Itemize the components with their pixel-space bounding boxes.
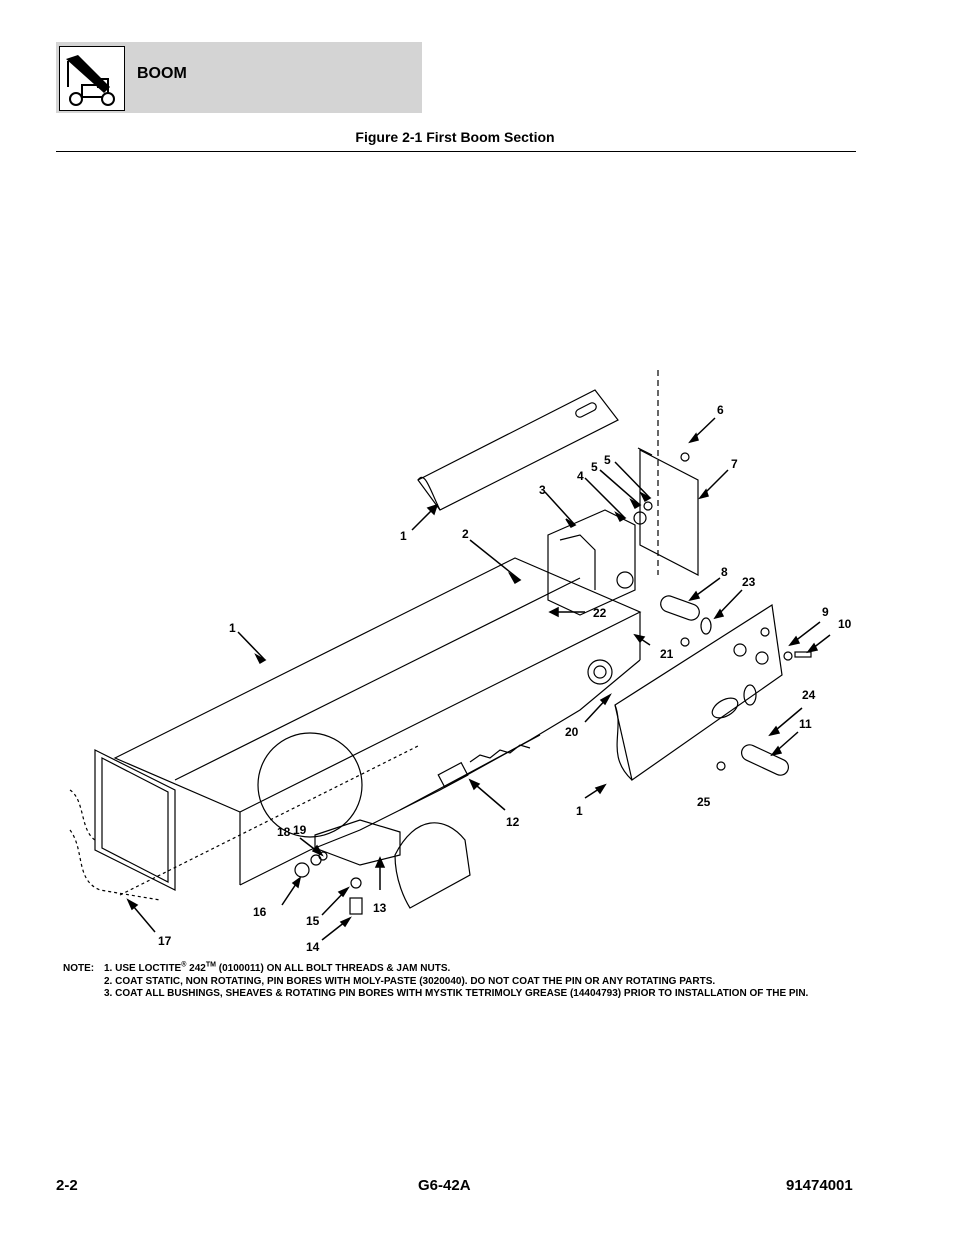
callout-17: 17	[158, 934, 172, 948]
figure-title: Figure 2-1 First Boom Section	[355, 129, 555, 145]
side-wear-plate	[614, 603, 783, 782]
callout-16: 16	[253, 905, 267, 919]
note-line-2: 2. COAT STATIC, NON ROTATING, PIN BORES …	[104, 975, 716, 987]
footer-model: G6-42A	[418, 1177, 471, 1194]
callout-10: 10	[838, 617, 852, 631]
callout-23: 23	[742, 575, 756, 589]
note-1-text-b: 242	[186, 963, 206, 974]
callout-5b: 5	[604, 453, 611, 467]
note-label: NOTE:	[63, 963, 95, 974]
boom-nose-frame	[94, 749, 176, 891]
sheave-block	[547, 509, 636, 616]
callout-13: 13	[373, 901, 387, 915]
boom-tube-outline	[113, 557, 642, 813]
footer-page-number: 2-2	[56, 1177, 78, 1194]
callout-11: 11	[799, 717, 812, 731]
callout-15: 15	[306, 914, 320, 928]
registered-mark: ®	[181, 961, 187, 969]
callout-2: 2	[462, 527, 469, 541]
boom-pin	[660, 595, 700, 621]
exploded-boom-diagram: 1 2 3 4 5 5 6 7 8 23 9 10 1 22 21 20 24 …	[69, 370, 852, 954]
callout-14: 14	[306, 940, 320, 954]
callout-18: 18	[277, 825, 291, 839]
section-title: BOOM	[137, 65, 187, 82]
callout-25: 25	[697, 795, 711, 809]
note-1-text-a: 1. USE LOCTITE	[104, 963, 182, 974]
callout-5a: 5	[591, 460, 598, 474]
footer-doc-number: 91474001	[786, 1177, 853, 1194]
notes-block: NOTE: 1. USE LOCTITE® 242TM (0100011) ON…	[63, 961, 863, 1001]
callout-6: 6	[717, 403, 724, 417]
callout-24: 24	[802, 688, 816, 702]
callout-1-top: 1	[400, 529, 407, 543]
callout-3: 3	[539, 483, 546, 497]
callout-22: 22	[593, 606, 607, 620]
title-rule	[56, 151, 856, 152]
callout-1-left: 1	[229, 621, 236, 635]
callout-12: 12	[506, 815, 520, 829]
mount-bracket	[639, 449, 699, 576]
callout-9: 9	[822, 605, 829, 619]
callout-7: 7	[731, 457, 738, 471]
note-1-text-c: (0100011) ON ALL BOLT THREADS & JAM NUTS…	[215, 963, 451, 974]
trademark-mark: TM	[205, 961, 216, 969]
callout-19: 19	[293, 823, 307, 837]
detail-callout-circle	[257, 732, 363, 838]
callout-8: 8	[721, 565, 728, 579]
note-line-3: 3. COAT ALL BUSHINGS, SHEAVES & ROTATING…	[104, 988, 809, 999]
telehandler-boom-icon	[59, 46, 125, 111]
callout-4: 4	[577, 469, 584, 483]
note-line-1: 1. USE LOCTITE® 242TM (0100011) ON ALL B…	[104, 961, 863, 976]
callout-1-bottom: 1	[576, 804, 583, 818]
callout-20: 20	[565, 725, 579, 739]
top-wear-pad	[417, 389, 619, 511]
callout-21: 21	[660, 647, 674, 661]
